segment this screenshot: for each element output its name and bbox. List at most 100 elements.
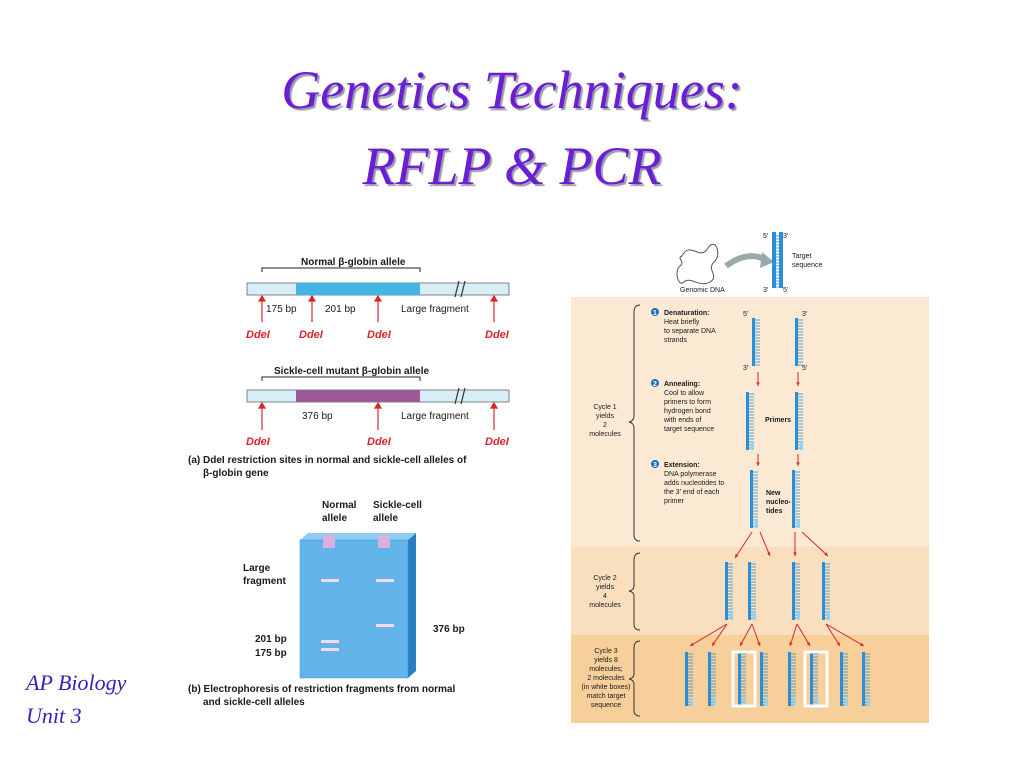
svg-text:yields: yields — [596, 584, 614, 591]
cycle3-molecule-3 — [738, 652, 746, 706]
gel-well-sickle — [378, 535, 390, 548]
gel-376-label: 376 bp — [433, 624, 465, 635]
svg-text:primers to form: primers to form — [664, 399, 711, 406]
mutant-frag1-label: 376 bp — [302, 411, 333, 422]
ddei-site-4: DdeI — [485, 329, 510, 341]
svg-text:hydrogen bond: hydrogen bond — [664, 408, 711, 415]
target-box-1 — [731, 650, 757, 708]
slide-title-line1: Genetics Techniques: — [281, 60, 743, 120]
cycle3-brace — [628, 640, 641, 717]
arrow-anneal-left — [756, 454, 760, 466]
target-label-1: Target — [792, 253, 812, 260]
svg-text:sequence: sequence — [591, 702, 621, 709]
arrow-c2-5 — [789, 623, 798, 647]
svg-text:tides: tides — [766, 508, 782, 515]
arrow-denat-left — [756, 372, 760, 386]
svg-text:Heat briefly: Heat briefly — [664, 319, 700, 326]
cycle2-molecule-2 — [748, 562, 756, 620]
step3-text: 3 Extension: DNA polymerase adds nucleot… — [651, 460, 724, 505]
band-normal-201 — [321, 640, 339, 643]
gel-slab — [299, 539, 409, 679]
svg-text:adds nucleotides to: adds nucleotides to — [664, 480, 724, 487]
cycle1-label: Cycle 1 yields 2 molecules — [589, 404, 621, 438]
band-normal-175 — [321, 648, 339, 651]
s1-3prime: 3′ — [743, 365, 749, 372]
svg-text:molecules: molecules — [589, 431, 621, 438]
top-5prime: 5′ — [763, 233, 769, 240]
step2-text: 2 Annealing: Cool to allow primers to fo… — [651, 379, 714, 433]
svg-text:primer: primer — [664, 498, 685, 505]
arrow-c2-8 — [825, 623, 865, 647]
svg-text:nucleo-: nucleo- — [766, 499, 792, 506]
svg-text:yields 8: yields 8 — [594, 657, 618, 664]
ddei-site-1: DdeI — [246, 329, 271, 341]
arrow-denat-right — [796, 372, 800, 386]
annealed-strand-left — [746, 392, 754, 450]
caption-b-line2: and sickle-cell alleles — [203, 697, 305, 708]
band-sickle-large — [376, 579, 394, 582]
top-5prime-b: 5′ — [783, 287, 789, 294]
s2-3prime: 3′ — [802, 311, 808, 318]
cycle1-brace — [628, 304, 641, 542]
cycle1-strand-left — [752, 318, 760, 366]
cycle2-label: Cycle 2 yields 4 molecules — [589, 575, 621, 609]
mutant-large-fragment-label: Large fragment — [401, 411, 469, 422]
svg-text:Denaturation:: Denaturation: — [664, 310, 710, 317]
svg-text:2: 2 — [653, 381, 657, 388]
svg-text:1: 1 — [653, 310, 657, 317]
gel-sickle-label-1: Sickle-cell — [373, 500, 422, 511]
svg-text:molecules: molecules — [589, 602, 621, 609]
caption-a-line2: β-globin gene — [203, 468, 269, 479]
cycle3-molecule-8 — [862, 652, 870, 706]
s2-5prime: 5′ — [802, 365, 808, 372]
arrow-anneal-right — [796, 454, 800, 466]
genomic-dna-icon — [676, 243, 719, 285]
cycle3-molecule-5 — [788, 652, 796, 706]
top-3prime: 3′ — [783, 233, 789, 240]
svg-text:Annealing:: Annealing: — [664, 381, 700, 388]
arrow-c2-6 — [796, 623, 811, 647]
genomic-dna-label: Genomic DNA — [680, 287, 725, 294]
gel-201-label: 201 bp — [255, 634, 287, 645]
svg-text:DNA polymerase: DNA polymerase — [664, 471, 717, 478]
normal-allele-label: Normal β-globin allele — [301, 257, 406, 268]
cycle3-panel — [571, 635, 929, 723]
svg-text:(in white boxes): (in white boxes) — [581, 684, 630, 691]
gel-well-normal — [323, 535, 335, 548]
normal-large-fragment-label: Large fragment — [401, 304, 469, 315]
cycle2-molecule-1 — [725, 562, 733, 620]
arrow-c1-b — [759, 531, 771, 557]
s1-5prime: 5′ — [743, 311, 749, 318]
svg-text:match target: match target — [587, 693, 626, 700]
arrow-c2-4 — [751, 623, 761, 647]
cycle2-molecule-3 — [792, 562, 800, 620]
target-box-2 — [803, 650, 829, 708]
primers-label: Primers — [765, 417, 791, 424]
gel-normal-label-1: Normal — [322, 500, 357, 511]
mutant-allele-label: Sickle-cell mutant β-globin allele — [274, 366, 429, 377]
ddei-site-7: DdeI — [485, 436, 510, 448]
footer-course: AP Biology — [26, 670, 127, 695]
caption-b-line1: (b) Electrophoresis of restriction fragm… — [188, 684, 455, 695]
normal-frag1-label: 175 bp — [266, 304, 297, 315]
cycle2-brace — [628, 552, 641, 631]
svg-text:with ends of: with ends of — [663, 417, 701, 424]
gel-large-label-2: fragment — [243, 576, 286, 587]
svg-text:target sequence: target sequence — [664, 426, 714, 433]
svg-text:3: 3 — [653, 462, 657, 469]
normal-coding-region — [296, 283, 420, 295]
cycle1-strand-right — [795, 318, 803, 366]
svg-text:molecules;: molecules; — [589, 666, 623, 673]
ddei-site-2: DdeI — [299, 329, 324, 341]
top-3prime-b: 3′ — [763, 287, 769, 294]
arrow-c2-3 — [739, 623, 753, 647]
mutant-coding-region — [296, 390, 420, 402]
arrow-c2-2 — [711, 623, 728, 647]
annealed-strand-right — [795, 392, 803, 450]
arrow-c2-7 — [825, 623, 841, 647]
svg-text:Cycle 2: Cycle 2 — [593, 575, 616, 582]
band-sickle-376 — [376, 624, 394, 627]
svg-text:to separate DNA: to separate DNA — [664, 328, 716, 335]
